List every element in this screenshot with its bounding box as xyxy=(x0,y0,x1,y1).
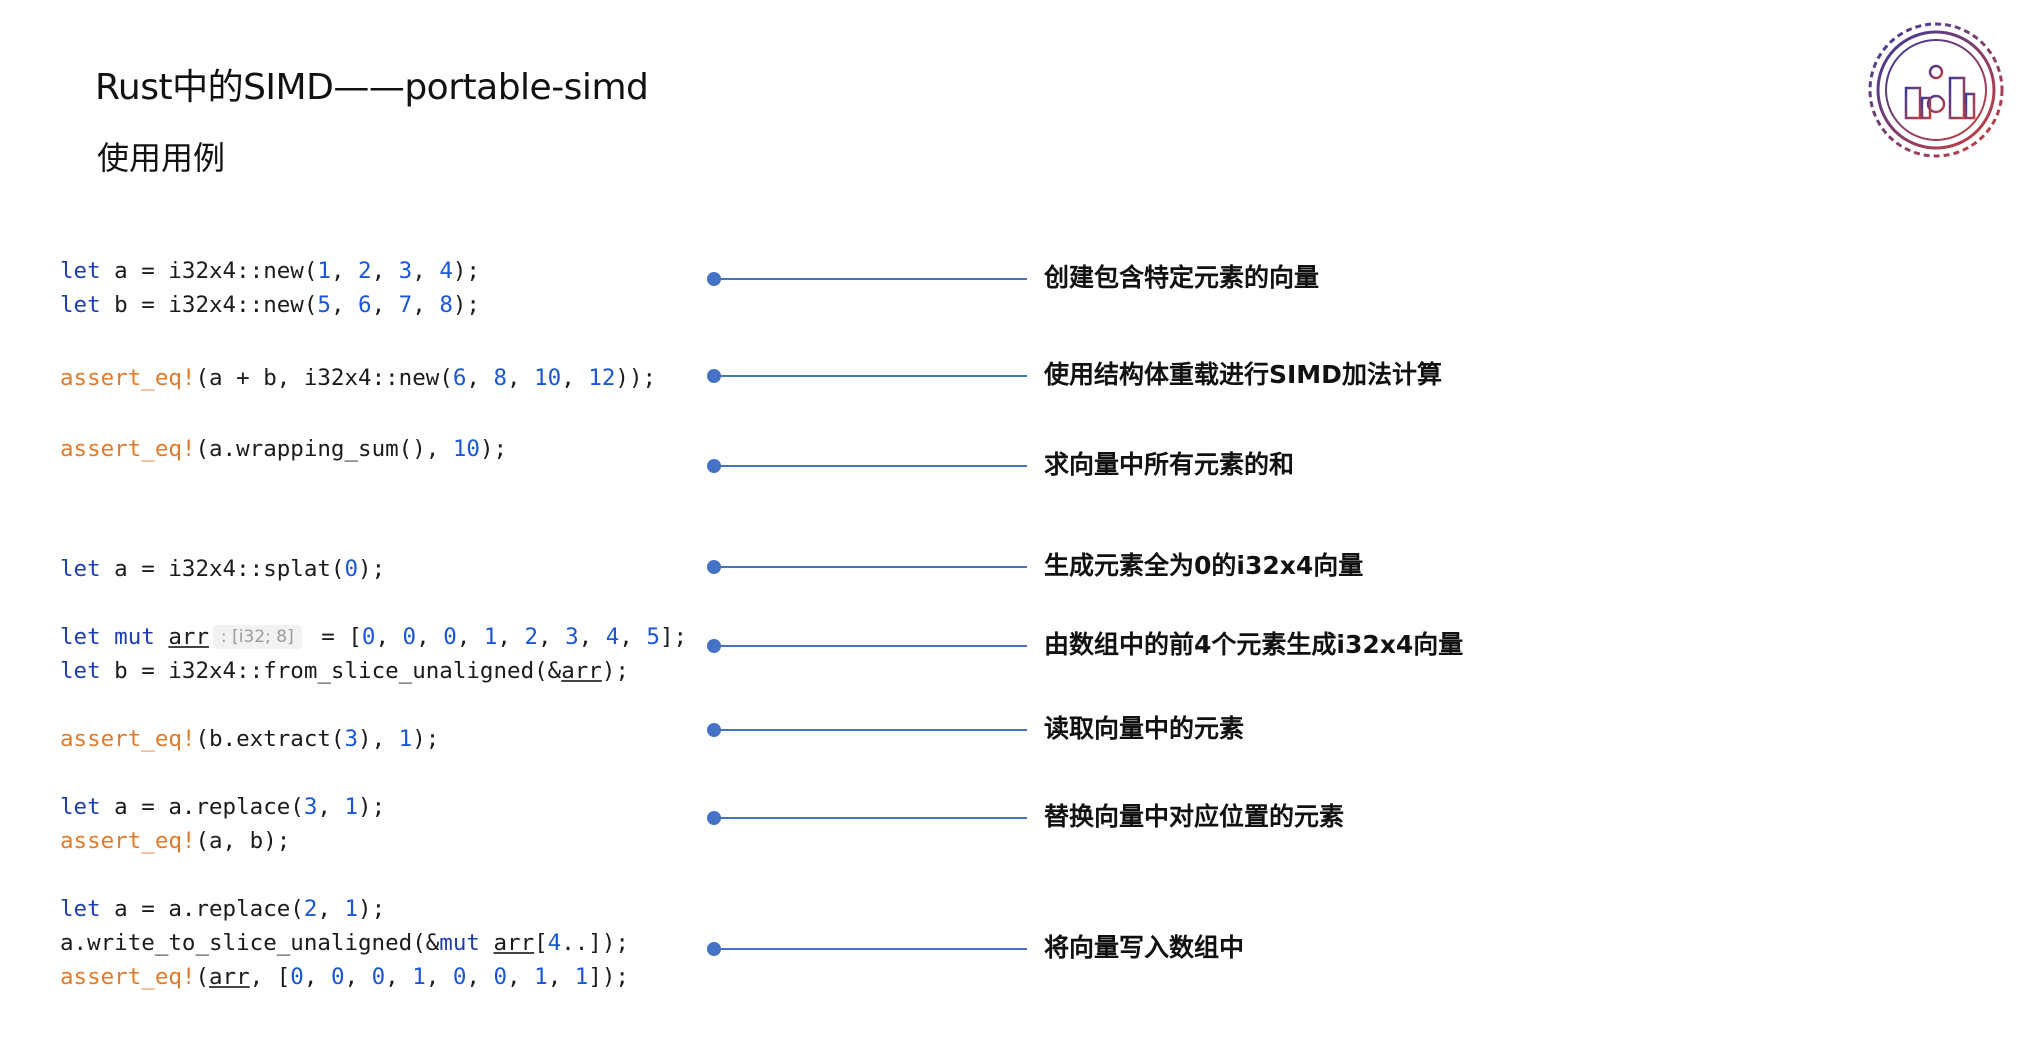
connector-2 xyxy=(707,369,1027,383)
code-line-4: assert_eq!(a.wrapping_sum(), 10); xyxy=(60,436,508,462)
annotation-label: 使用结构体重载进行SIMD加法计算 xyxy=(1044,360,1442,389)
code-line-1: let a = i32x4::new(1, 2, 3, 4); xyxy=(60,258,480,284)
annotation-label: 求向量中所有元素的和 xyxy=(1044,450,1295,479)
annotation-label: 将向量写入数组中 xyxy=(1044,933,1245,962)
code-line-2: let b = i32x4::new(5, 6, 7, 8); xyxy=(60,292,480,318)
page-subtitle: 使用用例 xyxy=(97,139,226,177)
annotation-label: 替换向量中对应位置的元素 xyxy=(1044,802,1345,831)
connector-line xyxy=(714,465,1027,467)
code-line-10: assert_eq!(a, b); xyxy=(60,828,291,854)
connector-line xyxy=(714,817,1027,819)
connector-3 xyxy=(707,459,1027,473)
code-line-5: let a = i32x4::splat(0); xyxy=(60,556,386,582)
code-line-12: a.write_to_slice_unaligned(&mut arr[4..]… xyxy=(60,930,629,956)
connector-line xyxy=(714,566,1027,568)
connector-4 xyxy=(707,560,1027,574)
connector-5 xyxy=(707,639,1027,653)
annotation-label: 创建包含特定元素的向量 xyxy=(1044,263,1320,292)
connector-line xyxy=(714,375,1027,377)
connector-6 xyxy=(707,723,1027,737)
annotation-label: 读取向量中的元素 xyxy=(1044,714,1245,743)
code-line-13: assert_eq!(arr, [0, 0, 0, 1, 0, 0, 1, 1]… xyxy=(60,964,629,990)
connector-line xyxy=(714,729,1027,731)
code-line-8: assert_eq!(b.extract(3), 1); xyxy=(60,726,440,752)
annotation-label: 由数组中的前4个元素生成i32x4向量 xyxy=(1044,630,1464,659)
connector-line xyxy=(714,948,1027,950)
connector-7 xyxy=(707,811,1027,825)
university-logo-icon xyxy=(1862,16,2010,164)
page-title: Rust中的SIMD——portable-simd xyxy=(95,67,649,108)
code-line-6: let mut arr: [i32; 8] = [0, 0, 0, 1, 2, … xyxy=(60,624,688,650)
type-hint: : [i32; 8] xyxy=(213,625,302,649)
code-line-3: assert_eq!(a + b, i32x4::new(6, 8, 10, 1… xyxy=(60,365,657,391)
connector-line xyxy=(714,278,1027,280)
code-line-9: let a = a.replace(3, 1); xyxy=(60,794,386,820)
code-line-11: let a = a.replace(2, 1); xyxy=(60,896,386,922)
connector-8 xyxy=(707,942,1027,956)
annotation-label: 生成元素全为0的i32x4向量 xyxy=(1044,551,1364,580)
code-line-7: let b = i32x4::from_slice_unaligned(&arr… xyxy=(60,658,629,684)
connector-line xyxy=(714,645,1027,647)
connector-1 xyxy=(707,272,1027,286)
